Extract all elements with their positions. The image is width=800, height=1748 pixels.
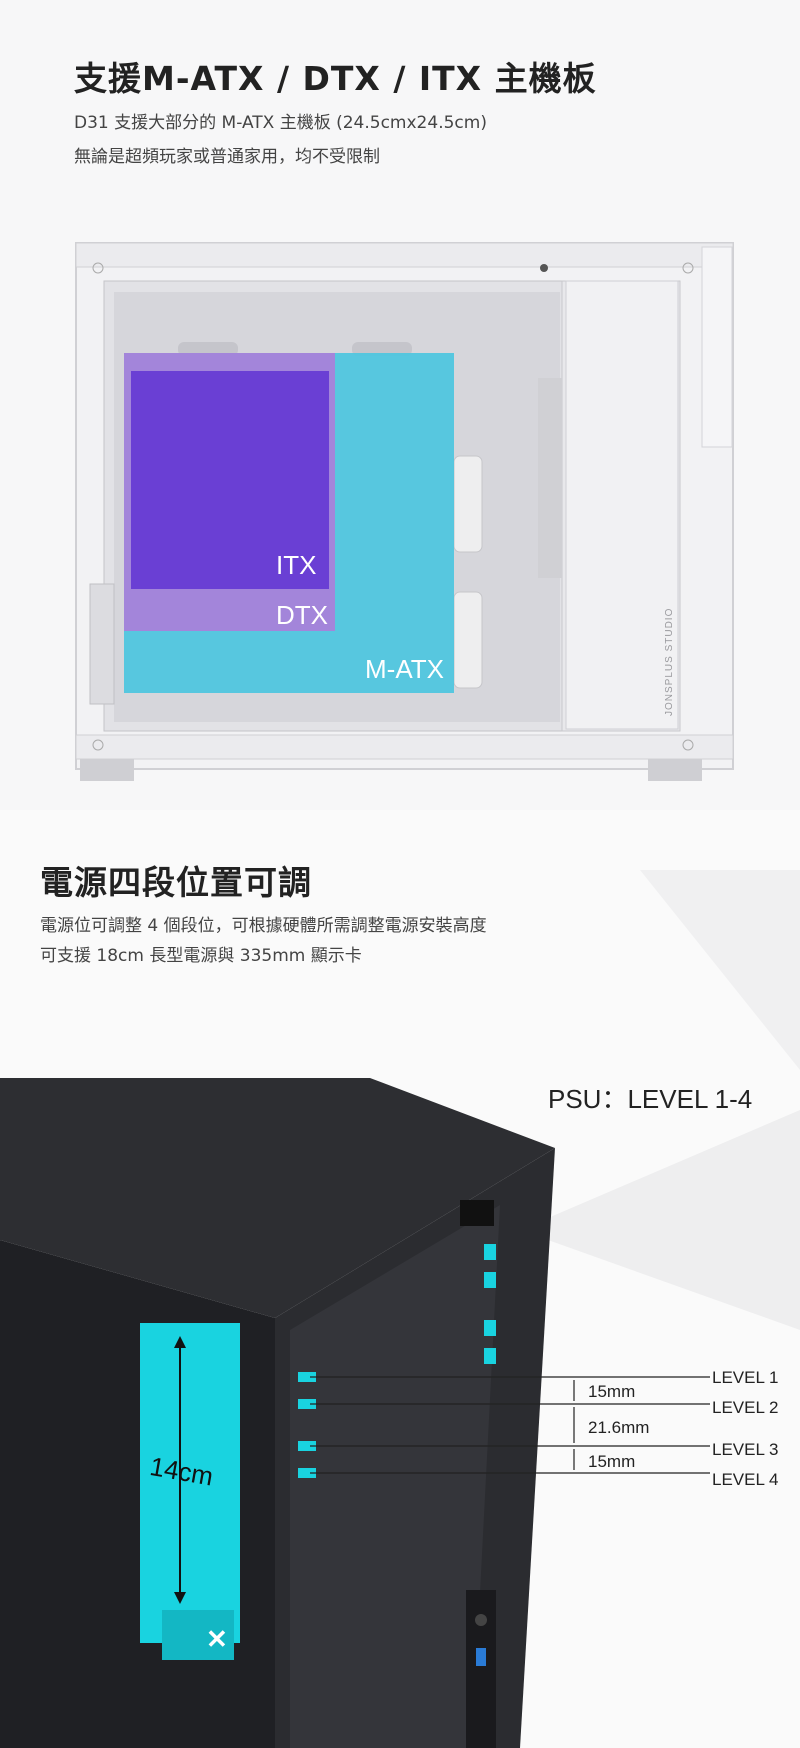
psu-level-heading: PSU：LEVEL 1-4	[548, 1084, 753, 1114]
background-shape	[640, 870, 800, 1070]
matx-label: M-ATX	[365, 654, 444, 684]
section-title: 支援M-ATX / DTX / ITX 主機板	[74, 59, 597, 98]
section-title: 電源四段位置可調	[40, 863, 312, 902]
background-shape	[520, 1110, 800, 1330]
screw-icon	[92, 262, 104, 274]
tray-cutout	[178, 342, 238, 356]
section-desc-line2: 可支援 18cm 長型電源與 335mm 顯示卡	[40, 946, 362, 966]
psu-vent	[538, 378, 562, 578]
screw-icon	[682, 739, 694, 751]
case-top-rail	[75, 242, 734, 268]
itx-board-area	[131, 371, 329, 589]
itx-label: ITX	[276, 550, 316, 580]
watermark-text: JONSPLUS STUDIO	[664, 608, 675, 716]
front-panel	[701, 246, 733, 448]
tray-cutout	[453, 591, 483, 689]
screw-icon	[682, 262, 694, 274]
screw-icon	[92, 739, 104, 751]
section-desc-line1: 電源位可調整 4 個段位，可根據硬體所需調整電源安裝高度	[40, 916, 487, 936]
case-foot	[648, 759, 702, 781]
dtx-label: DTX	[276, 600, 328, 630]
motherboard-support-section: 支援M-ATX / DTX / ITX 主機板 D31 支援大部分的 M-ATX…	[0, 0, 800, 810]
background-shapes	[520, 870, 800, 1330]
tray-cutout	[453, 455, 483, 553]
screw-icon	[540, 264, 548, 272]
case-foot	[80, 759, 134, 781]
section-desc-line2: 無論是超頻玩家或普通家用，均不受限制	[74, 147, 380, 167]
expansion-slots	[89, 583, 115, 705]
section-desc-line1: D31 支援大部分的 M-ATX 主機板 (24.5cmx24.5cm)	[74, 113, 487, 133]
tray-cutout	[352, 342, 412, 356]
case-bottom-rail	[75, 734, 734, 760]
case-side-illustration: ITX DTX M-ATX JONSPLUS STUDIO	[75, 242, 734, 781]
psu-cover	[565, 280, 679, 730]
